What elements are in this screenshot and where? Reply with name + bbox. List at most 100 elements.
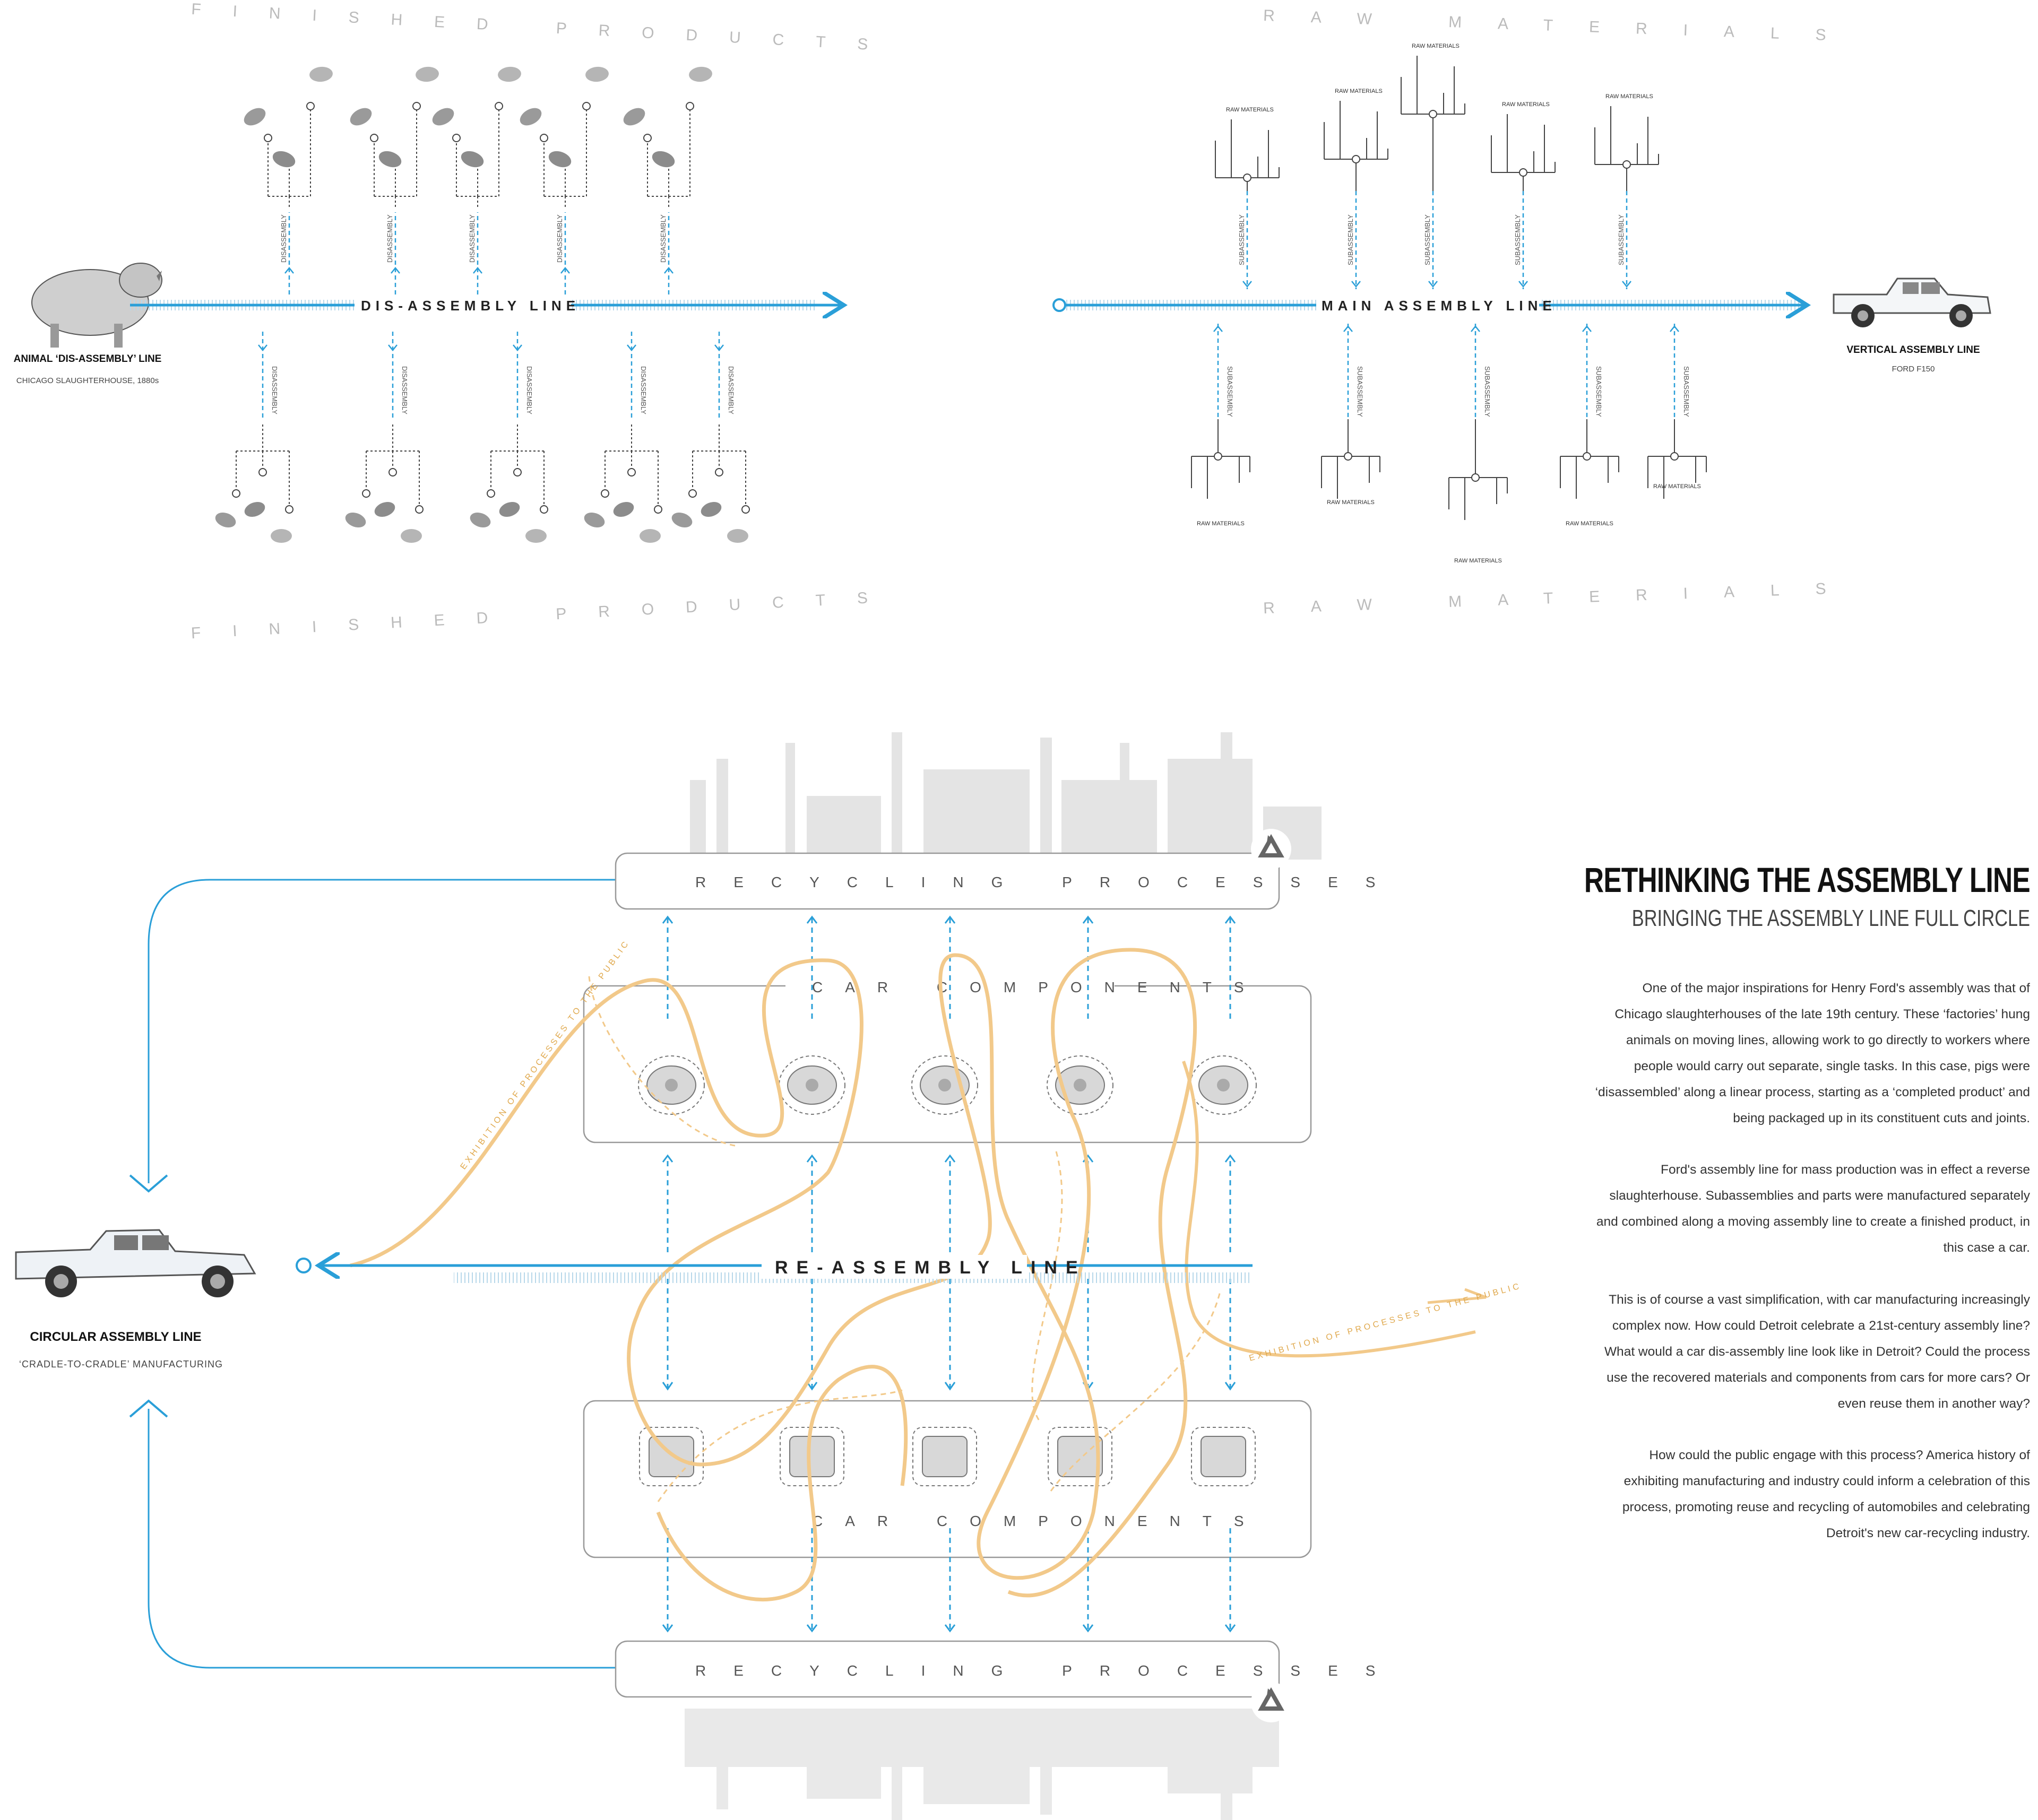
exhaust-part-icon: [638, 1055, 705, 1115]
assembly-branch-label: SUBASSEMBLY: [1226, 366, 1234, 417]
assembly-branch-up: RAW MATERIALS SUBASSEMBLY: [1491, 101, 1556, 289]
car-seat-icon: [639, 1427, 704, 1486]
components-label-bottom: CAR COMPONENTS: [812, 1513, 1266, 1529]
disassembly-panel: FINISHED PRODUCTS FINISHED PRODUCTS DIS-…: [14, 1, 901, 643]
assembly-branch-label: SUBASSEMBLY: [1238, 214, 1246, 265]
battery-icon: [780, 1427, 844, 1486]
assembly-branch-up: RAW MATERIALS SUBASSEMBLY: [1215, 107, 1280, 289]
assembly-panel: RAW MATERIALS RAW MATERIALS MAIN ASSEMBL…: [1052, 7, 1991, 617]
assembly-branch-down: RAW MATERIALS SUBASSEMBLY: [1560, 324, 1619, 527]
loop-bottom-left: [148, 1409, 616, 1669]
loop-top-left: [148, 879, 616, 1183]
car-door-icon: [1191, 1427, 1256, 1486]
disassembly-line-label: DIS-ASSEMBLY LINE: [361, 298, 580, 314]
recycling-label-bottom: RECYCLING PROCESSES: [695, 1662, 1403, 1679]
pickup-truck-illustration: [1833, 278, 1991, 327]
raw-materials-bottom: RAW MATERIALS: [1263, 579, 1862, 617]
exhibition-label-right: EXHIBITION OF PROCESSES TO THE PUBLIC: [1248, 1281, 1523, 1363]
assembly-branches: RAW MATERIALS SUBASSEMBLY RAW MATERIALS SUB…: [1191, 43, 1707, 564]
recycle-icon: [1251, 829, 1291, 869]
pickup-truck-illustration: [15, 1229, 256, 1297]
assembly-branch-label: SUBASSEMBLY: [1356, 366, 1364, 417]
assembly-branch-label: SUBASSEMBLY: [1483, 366, 1491, 417]
disassembly-branch-label: DISASSEMBLY: [280, 214, 288, 263]
assembly-branch-label: SUBASSEMBLY: [1595, 366, 1603, 417]
raw-materials-top: RAW MATERIALS: [1263, 7, 1862, 45]
components-label-top: CAR COMPONENTS: [812, 979, 1266, 995]
paragraph-2: Ford's assembly line for mass production…: [1596, 1163, 2030, 1255]
assembly-branch-up: RAW MATERIALS SUBASSEMBLY: [1324, 88, 1388, 289]
circular-caption-sub: ‘CRADLE-TO-CRADLE’ MANUFACTURING: [19, 1359, 223, 1370]
vertical-flow-arrow: [662, 915, 673, 1633]
page-subtitle: BRINGING THE ASSEMBLY LINE FULL CIRCLE: [1631, 905, 2030, 931]
recycling-box-top: [615, 852, 1280, 910]
disassembly-branch-up: DISASSEMBLY: [244, 66, 333, 294]
reassembly-line-label: RE-ASSEMBLY LINE: [775, 1258, 1086, 1278]
raw-materials-node-label: RAW MATERIALS: [1566, 521, 1613, 527]
disassembly-branch-down: DISASSEMBLY: [671, 332, 750, 543]
assembly-caption: VERTICAL ASSEMBLY LINE: [1846, 344, 1980, 356]
vertical-flow-arrow: [1224, 915, 1236, 1633]
main-assembly-line-label: MAIN ASSEMBLY LINE: [1322, 298, 1557, 314]
disassembly-branch-label: DISASSEMBLY: [401, 366, 409, 414]
recycling-label-top: RECYCLING PROCESSES: [695, 874, 1403, 890]
circular-panel: RECYCLING PROCESSES RECYCLING PROCESSES …: [15, 732, 1523, 1820]
raw-materials-node-label: RAW MATERIALS: [1412, 43, 1460, 49]
exhibition-dashed: [588, 976, 1222, 1502]
paragraph-1: One of the major inspirations for Henry …: [1595, 981, 2030, 1125]
disassembly-branch-label: DISASSEMBLY: [640, 366, 647, 414]
factory-skyline-top: [690, 732, 1322, 860]
pig-illustration: [31, 263, 162, 348]
assembly-branch-label: SUBASSEMBLY: [1617, 214, 1625, 265]
raw-materials-node-label: RAW MATERIALS: [1605, 93, 1653, 100]
raw-materials-node-label: RAW MATERIALS: [1226, 107, 1274, 113]
assembly-branch-up: RAW MATERIALS SUBASSEMBLY: [1594, 93, 1659, 289]
recycling-box-bottom: [615, 1640, 1280, 1698]
assembly-caption-sub: FORD F150: [1892, 365, 1935, 374]
disassembly-branches: DISASSEMBLY DISASSEMBLY DISASSEMBLY DISASSE…: [215, 66, 750, 543]
paragraph-3: This is of course a vast simplification,…: [1604, 1293, 2030, 1411]
disassembly-branch-label: DISASSEMBLY: [386, 214, 394, 263]
fuel-tank-icon: [779, 1055, 845, 1115]
factory-skyline-bottom: [685, 1709, 1279, 1820]
finished-products-top: FINISHED PRODUCTS: [191, 1, 901, 55]
vertical-flow-arrow: [944, 915, 956, 1633]
disassembly-branch-up: DISASSEMBLY: [520, 66, 609, 294]
disassembly-branch-down: DISASSEMBLY: [345, 332, 424, 543]
assembly-branch-label: SUBASSEMBLY: [1682, 366, 1690, 417]
disassembly-branch-label: DISASSEMBLY: [525, 366, 533, 414]
assembly-branch-down: RAW MATERIALS SUBASSEMBLY: [1448, 324, 1508, 564]
disassembly-caption: ANIMAL ‘DIS-ASSEMBLY’ LINE: [14, 353, 162, 365]
disassembly-caption-sub: CHICAGO SLAUGHTERHOUSE, 1880s: [16, 376, 159, 385]
raw-materials-node-label: RAW MATERIALS: [1653, 483, 1701, 490]
raw-materials-node-label: RAW MATERIALS: [1197, 521, 1245, 527]
disassembly-branch-label: DISASSEMBLY: [727, 366, 735, 414]
component-icons: [638, 1055, 1257, 1486]
assembly-branch-label: SUBASSEMBLY: [1514, 214, 1522, 265]
finished-products-bottom: FINISHED PRODUCTS: [191, 587, 900, 642]
wheel-rim-icon: [1190, 1055, 1257, 1115]
paragraph-4: How could the public engage with this pr…: [1622, 1448, 2030, 1540]
disassembly-branch-down: DISASSEMBLY: [470, 332, 548, 543]
raw-materials-node-label: RAW MATERIALS: [1454, 558, 1502, 564]
raw-materials-node-label: RAW MATERIALS: [1502, 101, 1550, 108]
assembly-branch-down: RAW MATERIALS SUBASSEMBLY: [1191, 324, 1250, 527]
axle-icon: [912, 1427, 977, 1486]
raw-materials-node-label: RAW MATERIALS: [1335, 88, 1383, 94]
disassembly-branch-up: DISASSEMBLY: [350, 66, 439, 294]
disassembly-branch-up: DISASSEMBLY: [432, 66, 521, 294]
raw-materials-node-label: RAW MATERIALS: [1327, 499, 1375, 506]
assembly-branch-down: RAW MATERIALS SUBASSEMBLY: [1647, 324, 1707, 499]
engine-icon: [1047, 1055, 1113, 1115]
circular-caption: CIRCULAR ASSEMBLY LINE: [30, 1330, 201, 1344]
page-title: RETHINKING THE ASSEMBLY LINE: [1584, 860, 2031, 899]
assembly-branch-label: SUBASSEMBLY: [1346, 214, 1354, 265]
disassembly-branch-label: DISASSEMBLY: [468, 214, 476, 263]
disassembly-branch-down: DISASSEMBLY: [584, 332, 662, 543]
disassembly-branch-label: DISASSEMBLY: [659, 214, 667, 263]
vertical-flow-arrow: [806, 915, 818, 1633]
disassembly-branch-down: DISASSEMBLY: [215, 332, 293, 543]
exhibition-curves: [350, 948, 1487, 1602]
